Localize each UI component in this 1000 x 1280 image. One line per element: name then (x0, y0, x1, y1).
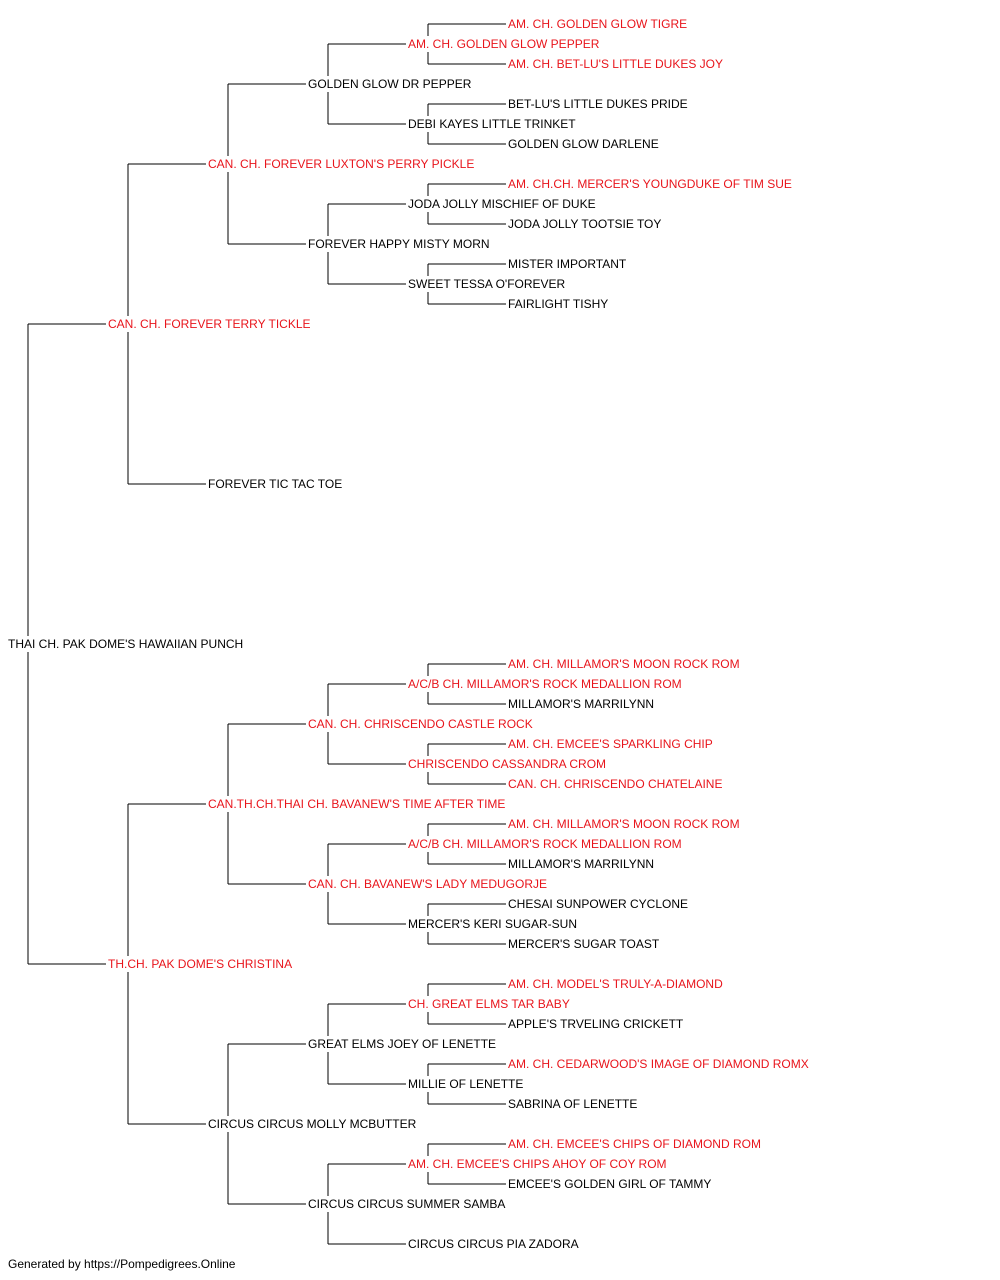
dog-name-golden-glow-darlene: GOLDEN GLOW DARLENE (508, 136, 660, 152)
dog-name-am-ch-emcee-s-sparkling-chip: AM. CH. EMCEE'S SPARKLING CHIP (508, 736, 714, 752)
dog-name-am-ch-golden-glow-tigre: AM. CH. GOLDEN GLOW TIGRE (508, 16, 689, 32)
dog-name-chesai-sunpower-cyclone: CHESAI SUNPOWER CYCLONE (508, 896, 690, 912)
dog-name-can-ch-chriscendo-castle-rock: CAN. CH. CHRISCENDO CASTLE ROCK (308, 716, 534, 732)
dog-name-mercer-s-sugar-toast: MERCER'S SUGAR TOAST (508, 936, 661, 952)
dog-name-am-ch-millamor-s-moon-rock-rom: AM. CH. MILLAMOR'S MOON ROCK ROM (508, 816, 741, 832)
dog-name-can-th-ch-thai-ch-bavanew-s-time-after-time: CAN.TH.CH.THAI CH. BAVANEW'S TIME AFTER … (208, 796, 507, 812)
dog-name-a-c-b-ch-millamor-s-rock-medallion-rom: A/C/B CH. MILLAMOR'S ROCK MEDALLION ROM (408, 676, 683, 692)
dog-name-can-ch-forever-terry-tickle: CAN. CH. FOREVER TERRY TICKLE (108, 316, 312, 332)
dog-name-forever-tic-tac-toe: FOREVER TIC TAC TOE (208, 476, 344, 492)
dog-name-am-ch-millamor-s-moon-rock-rom: AM. CH. MILLAMOR'S MOON ROCK ROM (508, 656, 741, 672)
dog-name-great-elms-joey-of-lenette: GREAT ELMS JOEY OF LENETTE (308, 1036, 498, 1052)
dog-name-can-ch-bavanew-s-lady-medugorje: CAN. CH. BAVANEW'S LADY MEDUGORJE (308, 876, 548, 892)
dog-name-am-ch-emcee-s-chips-ahoy-of-coy-rom: AM. CH. EMCEE'S CHIPS AHOY OF COY ROM (408, 1156, 668, 1172)
dog-name-millamor-s-marrilynn: MILLAMOR'S MARRILYNN (508, 696, 656, 712)
dog-name-am-ch-emcee-s-chips-of-diamond-rom: AM. CH. EMCEE'S CHIPS OF DIAMOND ROM (508, 1136, 762, 1152)
dog-name-millamor-s-marrilynn: MILLAMOR'S MARRILYNN (508, 856, 656, 872)
dog-name-th-ch-pak-dome-s-christina: TH.CH. PAK DOME'S CHRISTINA (108, 956, 294, 972)
dog-name-circus-circus-summer-samba: CIRCUS CIRCUS SUMMER SAMBA (308, 1196, 507, 1212)
dog-name-am-ch-ch-mercer-s-youngduke-of-tim-sue: AM. CH.CH. MERCER'S YOUNGDUKE OF TIM SUE (508, 176, 793, 192)
dog-name-forever-happy-misty-morn: FOREVER HAPPY MISTY MORN (308, 236, 491, 252)
dog-name-mercer-s-keri-sugar-sun: MERCER'S KERI SUGAR-SUN (408, 916, 578, 932)
generator-credit: Generated by https://Pompedigrees.Online (8, 1257, 236, 1271)
dog-name-sabrina-of-lenette: SABRINA OF LENETTE (508, 1096, 639, 1112)
dog-name-debi-kayes-little-trinket: DEBI KAYES LITTLE TRINKET (408, 116, 577, 132)
dog-name-millie-of-lenette: MILLIE OF LENETTE (408, 1076, 525, 1092)
dog-name-joda-jolly-tootsie-toy: JODA JOLLY TOOTSIE TOY (508, 216, 663, 232)
dog-name-chriscendo-cassandra-crom: CHRISCENDO CASSANDRA CROM (408, 756, 608, 772)
dog-name-am-ch-cedarwood-s-image-of-diamond-romx: AM. CH. CEDARWOOD'S IMAGE OF DIAMOND ROM… (508, 1056, 810, 1072)
dog-name-joda-jolly-mischief-of-duke: JODA JOLLY MISCHIEF OF DUKE (408, 196, 597, 212)
dog-name-emcee-s-golden-girl-of-tammy: EMCEE'S GOLDEN GIRL OF TAMMY (508, 1176, 713, 1192)
dog-name-circus-circus-pia-zadora: CIRCUS CIRCUS PIA ZADORA (408, 1236, 580, 1252)
dog-name-a-c-b-ch-millamor-s-rock-medallion-rom: A/C/B CH. MILLAMOR'S ROCK MEDALLION ROM (408, 836, 683, 852)
dog-name-thai-ch-pak-dome-s-hawaiian-punch: THAI CH. PAK DOME'S HAWAIIAN PUNCH (8, 636, 245, 652)
dog-name-fairlight-tishy: FAIRLIGHT TISHY (508, 296, 610, 312)
dog-name-can-ch-forever-luxton-s-perry-pickle: CAN. CH. FOREVER LUXTON'S PERRY PICKLE (208, 156, 476, 172)
dog-name-golden-glow-dr-pepper: GOLDEN GLOW DR PEPPER (308, 76, 473, 92)
dog-name-apple-s-trveling-crickett: APPLE'S TRVELING CRICKETT (508, 1016, 685, 1032)
dog-name-am-ch-golden-glow-pepper: AM. CH. GOLDEN GLOW PEPPER (408, 36, 601, 52)
dog-name-sweet-tessa-o-forever: SWEET TESSA O'FOREVER (408, 276, 567, 292)
dog-name-ch-great-elms-tar-baby: CH. GREAT ELMS TAR BABY (408, 996, 571, 1012)
dog-name-mister-important: MISTER IMPORTANT (508, 256, 628, 272)
dog-name-am-ch-model-s-truly-a-diamond: AM. CH. MODEL'S TRULY-A-DIAMOND (508, 976, 724, 992)
dog-name-bet-lu-s-little-dukes-pride: BET-LU'S LITTLE DUKES PRIDE (508, 96, 689, 112)
dog-name-can-ch-chriscendo-chatelaine: CAN. CH. CHRISCENDO CHATELAINE (508, 776, 724, 792)
dog-name-circus-circus-molly-mcbutter: CIRCUS CIRCUS MOLLY MCBUTTER (208, 1116, 418, 1132)
dog-name-am-ch-bet-lu-s-little-dukes-joy: AM. CH. BET-LU'S LITTLE DUKES JOY (508, 56, 725, 72)
